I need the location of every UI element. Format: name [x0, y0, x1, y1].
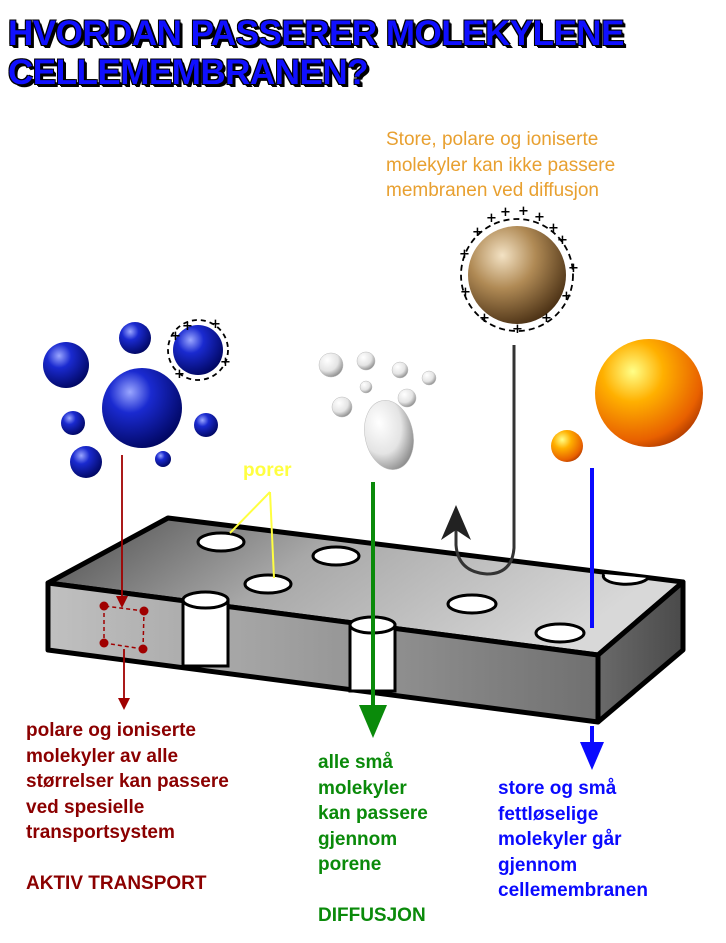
blue-molecule: [70, 446, 102, 478]
white-molecule: [331, 396, 353, 418]
ionized-blue-molecule: [173, 325, 223, 375]
label-active-line: molekyler av alle: [26, 745, 179, 767]
label-large-polar: Store, polare og ioniserte molekyler kan…: [386, 127, 615, 204]
label-diffusion-title-text: DIFFUSJON: [318, 905, 426, 926]
svg-text:+: +: [486, 211, 497, 226]
svg-text:+: +: [568, 261, 579, 276]
blue-molecule: [43, 342, 89, 388]
svg-text:+: +: [500, 205, 511, 220]
diffusion-arrow: [359, 482, 387, 738]
orange-molecule: [551, 430, 583, 462]
label-pores: porer: [243, 458, 292, 484]
fat-soluble-molecules: [551, 339, 703, 462]
label-active-title-text: AKTIV TRANSPORT: [26, 873, 207, 894]
charge-shell: [460, 218, 574, 332]
svg-text:+: +: [459, 247, 470, 262]
label-diffusion: alle små molekyler kan passere gjennom p…: [318, 750, 428, 878]
white-molecule: [356, 351, 376, 371]
label-diffusion-title: DIFFUSJON: [318, 903, 426, 929]
white-molecule: [421, 370, 437, 386]
label-active-line: størrelser kan passere: [26, 771, 229, 792]
large-polar-molecule: +++ +++ +++ +++ ++: [441, 204, 579, 576]
svg-text:+: +: [512, 322, 523, 337]
pore: [446, 593, 498, 615]
label-fat-line: molekyler går: [498, 829, 622, 850]
pores-pointer-lines: [229, 491, 275, 579]
pointer-line: [269, 491, 275, 579]
svg-text:+: +: [561, 289, 572, 304]
pore: [601, 573, 650, 586]
charge-shell: [167, 319, 229, 381]
pore: [243, 573, 293, 595]
blue-molecule: [194, 413, 218, 437]
label-fat-line: store og små: [498, 778, 617, 799]
page-title: HVORDAN PASSERER MOLEKYLENE CELLEMEMBRAN…: [8, 14, 624, 92]
polar-molecules: + + + + +: [43, 317, 231, 478]
blue-molecule: [61, 411, 85, 435]
label-active-transport: polare og ioniserte molekyler av alle st…: [26, 718, 229, 846]
label-pores-text: porer: [243, 460, 292, 481]
small-molecules: [318, 351, 437, 470]
white-molecule: [364, 400, 414, 470]
label-diffusion-line: molekyler: [318, 777, 407, 799]
white-molecule: [318, 352, 344, 378]
label-large-polar-line: molekyler kan ikke passere: [386, 154, 616, 176]
label-active-line: ved spesielle: [26, 796, 145, 818]
svg-text:+: +: [472, 225, 483, 240]
svg-text:+: +: [557, 233, 568, 248]
pore: [311, 545, 361, 567]
pore: [534, 622, 586, 644]
blue-molecule: [102, 368, 182, 448]
label-diffusion-line: gjennom: [318, 828, 398, 850]
orange-molecule: [595, 339, 703, 447]
pore-channel: [181, 598, 230, 668]
label-large-polar-line: Store, polare og ioniserte: [386, 129, 599, 150]
white-molecule: [397, 388, 417, 408]
svg-text:+: +: [541, 311, 552, 326]
charge-sign: +: [174, 367, 185, 382]
label-active-title: AKTIV TRANSPORT: [26, 871, 207, 897]
active-transport-path: [99, 455, 149, 710]
membrane-slab: [45, 515, 686, 725]
title-line-2: CELLEMEMBRANEN?: [8, 53, 368, 92]
label-large-polar-line: membranen ved diffusjon: [386, 180, 599, 201]
charge-sign: +: [220, 355, 231, 370]
white-molecule: [359, 380, 373, 394]
label-active-line: transportsystem: [26, 822, 175, 843]
svg-text:+: +: [518, 204, 529, 219]
label-fat-line: cellemembranen: [498, 880, 648, 901]
svg-text:+: +: [460, 285, 471, 300]
pore-opening: [181, 590, 230, 610]
label-active-line: polare og ioniserte: [26, 720, 196, 741]
label-diffusion-line: porene: [318, 854, 382, 875]
brown-molecule: [468, 226, 566, 324]
label-fat-soluble: store og små fettløselige molekyler går …: [498, 776, 648, 904]
white-molecule: [391, 361, 409, 379]
label-diffusion-line: kan passere: [318, 803, 428, 824]
membrane-side: [595, 579, 686, 725]
charge-sign: +: [170, 329, 181, 344]
svg-text:+: +: [534, 210, 545, 225]
charge-sign: +: [210, 317, 221, 332]
label-fat-line: gjennom: [498, 854, 578, 876]
pointer-line: [229, 491, 271, 534]
blue-molecule: [119, 322, 151, 354]
svg-text:+: +: [548, 221, 559, 236]
charge-sign: +: [182, 319, 193, 334]
blue-molecule: [155, 451, 171, 467]
title-line-1: HVORDAN PASSERER MOLEKYLENE: [8, 14, 624, 53]
label-fat-line: fettløselige: [498, 803, 599, 825]
pore: [196, 531, 246, 553]
fat-soluble-arrow: [580, 468, 604, 770]
svg-text:+: +: [479, 311, 490, 326]
label-diffusion-line: alle små: [318, 752, 393, 773]
